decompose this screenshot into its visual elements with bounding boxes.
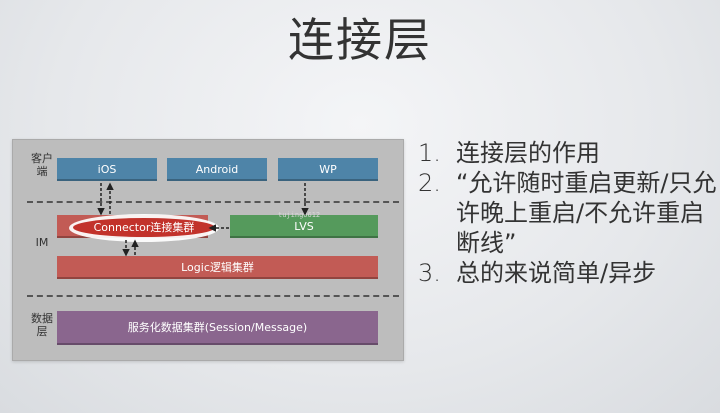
- lvs-box: LVS: [230, 215, 378, 238]
- client-android: Android: [167, 158, 267, 181]
- list-item-text: 连接层的作用: [456, 139, 600, 167]
- watermark-text: tujing0612: [278, 211, 321, 219]
- connector-label: Connector连接集群: [73, 218, 215, 237]
- lane-divider-bottom: [27, 295, 399, 297]
- lane-label-im: IM: [35, 236, 49, 249]
- list-item-number: 3.: [418, 259, 441, 287]
- client-wp-label: WP: [319, 163, 337, 176]
- list-item-number: 2.: [418, 169, 441, 197]
- lane-label-data: 数据层: [31, 312, 53, 338]
- data-cluster-box: 服务化数据集群(Session/Message): [57, 311, 378, 345]
- logic-label: Logic逻辑集群: [181, 261, 254, 274]
- lane-divider-top: [27, 201, 399, 203]
- list-item-text: 总的来说简单/异步: [456, 259, 657, 287]
- list-item-number: 1.: [418, 139, 441, 167]
- list-item: 2. “允许随时重启更新/只允许晚上重启/不允许重启断线”: [418, 168, 718, 258]
- list-item-text: “允许随时重启更新/只允许晚上重启/不允许重启断线”: [456, 169, 717, 257]
- architecture-diagram: 客户端 IM 数据层 iOS Android WP LVS Connector连…: [12, 139, 404, 361]
- lane-label-client: 客户端: [31, 152, 53, 178]
- client-ios: iOS: [57, 158, 157, 181]
- slide-title: 连接层: [288, 13, 432, 67]
- lvs-label: LVS: [294, 220, 314, 233]
- data-cluster-label: 服务化数据集群(Session/Message): [127, 321, 308, 334]
- logic-box: Logic逻辑集群: [57, 256, 378, 279]
- client-android-label: Android: [195, 163, 239, 176]
- flow-arrows: [97, 182, 309, 257]
- client-ios-label: iOS: [97, 163, 117, 176]
- list-item: 3. 总的来说简单/异步: [418, 258, 718, 288]
- client-wp: WP: [278, 158, 378, 181]
- key-points-list: 1. 连接层的作用 2. “允许随时重启更新/只允许晚上重启/不允许重启断线” 3.…: [418, 138, 718, 288]
- list-item: 1. 连接层的作用: [418, 138, 718, 168]
